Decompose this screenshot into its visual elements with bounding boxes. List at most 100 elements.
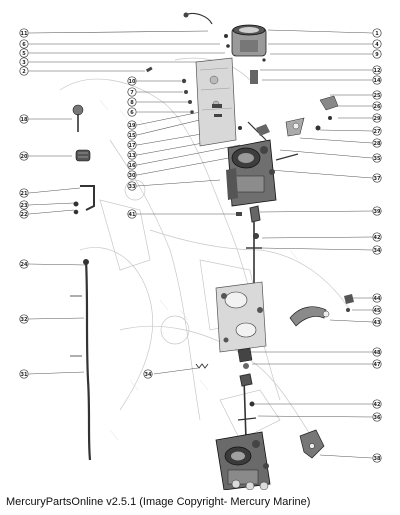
svg-text:15: 15 (129, 133, 136, 139)
callout-14[interactable]: 14 (372, 75, 382, 85)
callout-13[interactable]: 13 (127, 150, 137, 160)
svg-text:36: 36 (374, 415, 381, 421)
svg-text:33: 33 (129, 184, 136, 190)
svg-text:27: 27 (374, 129, 381, 135)
part-middle-linkage (246, 205, 262, 290)
callout-24[interactable]: 24 (19, 259, 29, 269)
callout-2[interactable]: 2 (19, 66, 29, 76)
svg-text:3: 3 (22, 60, 26, 66)
callout-23[interactable]: 23 (19, 200, 29, 210)
callout-26[interactable]: 26 (372, 101, 382, 111)
part-48-47-fittings (237, 347, 253, 369)
callout-5[interactable]: 5 (19, 48, 29, 58)
callout-30[interactable]: 30 (127, 170, 137, 180)
callout-35[interactable]: 35 (372, 153, 382, 163)
callout-6-inner[interactable]: 6 (127, 107, 137, 117)
callout-36[interactable]: 36 (372, 412, 382, 422)
callout-4[interactable]: 4 (372, 39, 382, 49)
callout-43[interactable]: 43 (372, 317, 382, 327)
svg-text:47: 47 (374, 362, 381, 368)
svg-text:43: 43 (374, 320, 381, 326)
callout-37[interactable]: 37 (372, 173, 382, 183)
callout-3[interactable]: 3 (19, 57, 29, 67)
callout-27[interactable]: 27 (372, 126, 382, 136)
svg-text:17: 17 (129, 143, 136, 149)
svg-text:18: 18 (21, 117, 28, 123)
part-upper-carburetor-body (195, 57, 237, 147)
exploded-parts-diagram: 11 6 5 3 2 18 20 21 23 22 24 32 31 10 7 … (19, 12, 382, 490)
callout-1[interactable]: 1 (372, 28, 382, 38)
svg-text:24: 24 (21, 262, 28, 268)
callout-12[interactable]: 12 (372, 65, 382, 75)
svg-text:13: 13 (129, 153, 136, 159)
callout-48[interactable]: 48 (372, 347, 382, 357)
svg-text:22: 22 (21, 212, 28, 218)
svg-text:37: 37 (374, 176, 381, 182)
callout-28[interactable]: 28 (372, 138, 382, 148)
callout-29[interactable]: 29 (372, 113, 382, 123)
svg-text:28: 28 (374, 141, 381, 147)
svg-text:2: 2 (22, 69, 26, 75)
callout-42[interactable]: 42 (372, 232, 382, 242)
callout-9[interactable]: 9 (372, 49, 382, 59)
callout-17[interactable]: 17 (127, 140, 137, 150)
callout-45[interactable]: 45 (372, 305, 382, 315)
callout-33[interactable]: 33 (127, 181, 137, 191)
callout-11[interactable]: 11 (19, 28, 29, 38)
svg-text:8: 8 (130, 100, 134, 106)
svg-text:6: 6 (130, 110, 134, 116)
svg-text:41: 41 (129, 212, 136, 218)
part-20-bushing (75, 149, 91, 162)
callout-47[interactable]: 47 (372, 359, 382, 369)
callout-31[interactable]: 31 (19, 369, 29, 379)
svg-text:38: 38 (374, 456, 381, 462)
callout-15[interactable]: 15 (127, 130, 137, 140)
svg-text:32: 32 (21, 317, 28, 323)
svg-text:19: 19 (129, 123, 136, 129)
callout-34[interactable]: 34 (143, 369, 153, 379)
callout-44[interactable]: 44 (372, 293, 382, 303)
callout-22[interactable]: 22 (19, 209, 29, 219)
callout-16[interactable]: 16 (127, 160, 137, 170)
callout-39[interactable]: 39 (372, 206, 382, 216)
svg-text:26: 26 (374, 104, 381, 110)
callout-19[interactable]: 19 (127, 120, 137, 130)
svg-text:11: 11 (21, 31, 28, 37)
callout-8[interactable]: 8 (127, 97, 137, 107)
svg-text:35: 35 (374, 156, 381, 162)
svg-text:29: 29 (374, 116, 381, 122)
part-21-link-rod (73, 185, 95, 215)
callout-21[interactable]: 21 (19, 188, 29, 198)
callout-42-lower[interactable]: 42 (372, 399, 382, 409)
svg-text:34: 34 (145, 372, 152, 378)
callout-32[interactable]: 32 (19, 314, 29, 324)
part-upper-carburetor (226, 139, 299, 207)
svg-text:25: 25 (374, 93, 381, 99)
svg-text:42: 42 (374, 402, 381, 408)
svg-text:42: 42 (374, 235, 381, 241)
callout-25[interactable]: 25 (372, 90, 382, 100)
svg-text:6: 6 (22, 42, 26, 48)
part-lever-43 (289, 294, 354, 327)
svg-text:34: 34 (374, 248, 381, 254)
leader-lines-right (250, 29, 373, 459)
part-lower-carburetor (215, 431, 271, 490)
svg-text:5: 5 (22, 51, 26, 57)
part-lever-38 (299, 429, 325, 459)
callout-38[interactable]: 38 (372, 453, 382, 463)
callout-7[interactable]: 7 (127, 87, 137, 97)
callout-41[interactable]: 41 (127, 209, 137, 219)
part-carburetor-body-lower (215, 281, 267, 353)
callout-6[interactable]: 6 (19, 39, 29, 49)
svg-text:9: 9 (375, 52, 379, 58)
part-top-cover-assembly (183, 12, 267, 62)
svg-text:31: 31 (21, 372, 28, 378)
callout-20[interactable]: 20 (19, 151, 29, 161)
svg-text:21: 21 (21, 191, 28, 197)
svg-text:7: 7 (130, 90, 134, 96)
callout-10[interactable]: 10 (127, 76, 137, 86)
copyright-caption: MercuryPartsOnline v2.5.1 (Image Copyrig… (6, 496, 311, 508)
callout-34-right[interactable]: 34 (372, 245, 382, 255)
callout-18[interactable]: 18 (19, 114, 29, 124)
